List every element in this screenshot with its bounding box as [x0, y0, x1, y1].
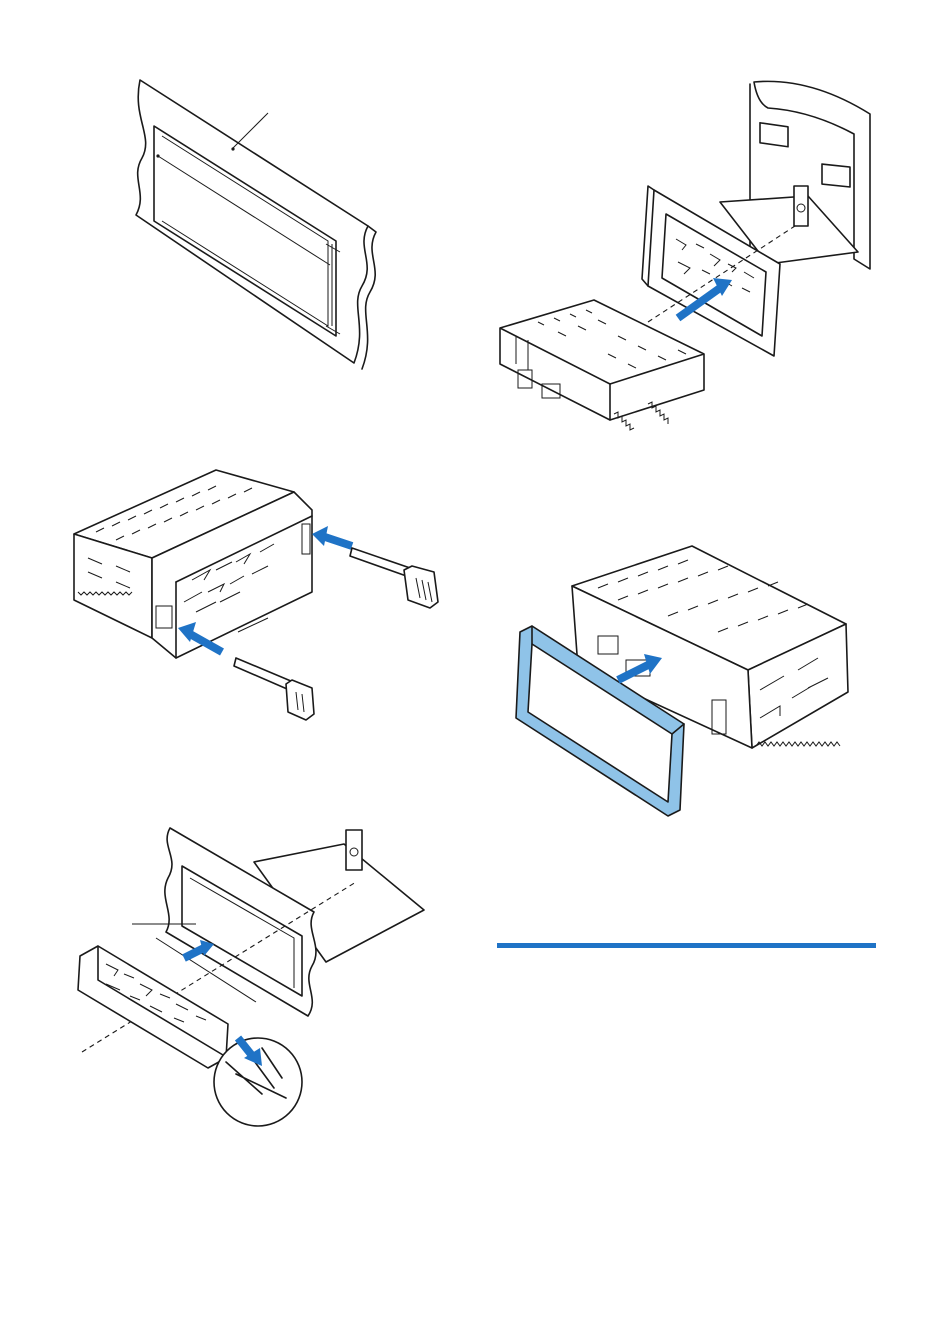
figure-sleeve-insert — [498, 74, 878, 464]
section-rule — [497, 943, 876, 948]
figure-release-keys — [66, 462, 446, 724]
release-keys-diagram-icon — [66, 462, 446, 724]
figure-dashboard-opening — [118, 78, 380, 363]
figure-trim-frame — [508, 540, 858, 820]
sleeve-insert-diagram-icon — [498, 74, 878, 464]
figure-bend-tabs — [76, 826, 428, 1126]
panel-opening-diagram-icon — [118, 78, 380, 363]
trim-frame-diagram-icon — [508, 540, 858, 820]
bend-tabs-diagram-icon — [76, 826, 428, 1126]
